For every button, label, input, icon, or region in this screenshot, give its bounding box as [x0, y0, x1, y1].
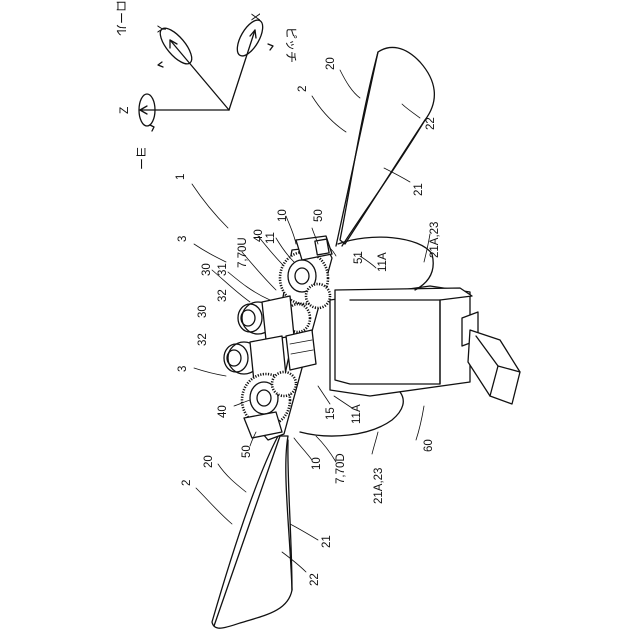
leader-rod-lower	[290, 524, 318, 540]
label-drive-lower: 3	[177, 366, 189, 372]
label-spar-upper: 20	[325, 57, 337, 70]
label-drive-upper: 3	[177, 236, 189, 242]
label-link-upper: 50	[313, 209, 325, 222]
label-link-lower: 50	[241, 445, 253, 458]
label-membrane-lower: 22	[309, 573, 321, 586]
upper-small-gear	[306, 284, 330, 308]
leader-assembly	[192, 184, 228, 228]
label-crank-lower: 40	[217, 405, 229, 418]
label-cam-lower: 7,70D	[335, 453, 347, 484]
base-foot-plate	[468, 330, 520, 404]
label-gearbox-upper: 32	[217, 289, 229, 302]
roll-arrow-icon	[158, 62, 163, 67]
lower-small-gear	[272, 372, 296, 396]
leader-spar-lower	[218, 464, 246, 492]
label-mount-upper: 21A,23	[429, 222, 441, 258]
x-axis-label: X	[249, 13, 263, 21]
label-spar-lower: 20	[203, 455, 215, 468]
y-axis-line	[170, 40, 229, 110]
yaw-label: ヨー	[134, 146, 148, 170]
label-rod-lower: 21	[321, 535, 333, 548]
x-axis-line	[229, 30, 255, 110]
base-stand	[300, 237, 520, 436]
label-shaft: 11	[265, 232, 277, 244]
pitch-rotation-arc	[232, 16, 268, 60]
leader-bar	[318, 386, 330, 404]
leader-pinion	[228, 272, 270, 300]
label-gearbox-lower: 32	[197, 333, 209, 346]
leader-wing-upper	[312, 96, 346, 132]
leader-base	[416, 406, 424, 440]
upper-wing-membrane	[340, 47, 434, 244]
label-stand-upper: 11A	[377, 252, 389, 272]
label-bar: 15	[325, 407, 337, 420]
label-stand-lower: 11A	[351, 404, 363, 424]
lower-wing-membrane	[212, 436, 292, 628]
leader-mount-lower	[372, 432, 378, 454]
label-mount-lower: 21A,23	[373, 468, 385, 504]
pitch-arrow-icon	[268, 44, 273, 50]
label-rod-upper: 21	[413, 183, 425, 196]
leader-drive-upper	[194, 244, 226, 262]
leader-stand-lower	[334, 396, 352, 408]
roll-label: ロール	[114, 0, 128, 36]
label-pinion-upper: 31	[217, 263, 229, 276]
z-axis-label: Z	[117, 107, 131, 114]
coordinate-axes: X Y Z ロール ピッチ ヨー	[114, 0, 298, 170]
label-assembly: 1	[175, 174, 187, 180]
leader-drive-lower	[194, 368, 226, 376]
pitch-label: ピッチ	[284, 27, 298, 63]
yaw-arrow-icon	[150, 125, 154, 131]
label-wing-upper: 2	[297, 86, 309, 92]
label-cam-upper: 7,70U	[237, 237, 249, 268]
label-hinge: 51	[353, 251, 365, 264]
upper-motor-body	[262, 296, 294, 340]
upper-wing	[336, 47, 434, 246]
label-frame-upper: 10	[277, 209, 289, 222]
leader-spar-upper	[340, 70, 360, 98]
label-motor-lower: 30	[197, 305, 209, 318]
label-crank-upper: 40	[253, 229, 265, 242]
label-wing-lower: 2	[181, 480, 193, 486]
label-frame-lower: 10	[311, 457, 323, 470]
label-motor-upper: 30	[201, 263, 213, 276]
y-axis-label: Y	[155, 25, 169, 33]
label-base: 60	[423, 439, 435, 452]
leader-wing-lower	[196, 488, 232, 524]
lower-wing	[212, 436, 292, 628]
leader-frame-lower	[294, 438, 312, 460]
label-membrane-upper: 22	[425, 117, 437, 130]
